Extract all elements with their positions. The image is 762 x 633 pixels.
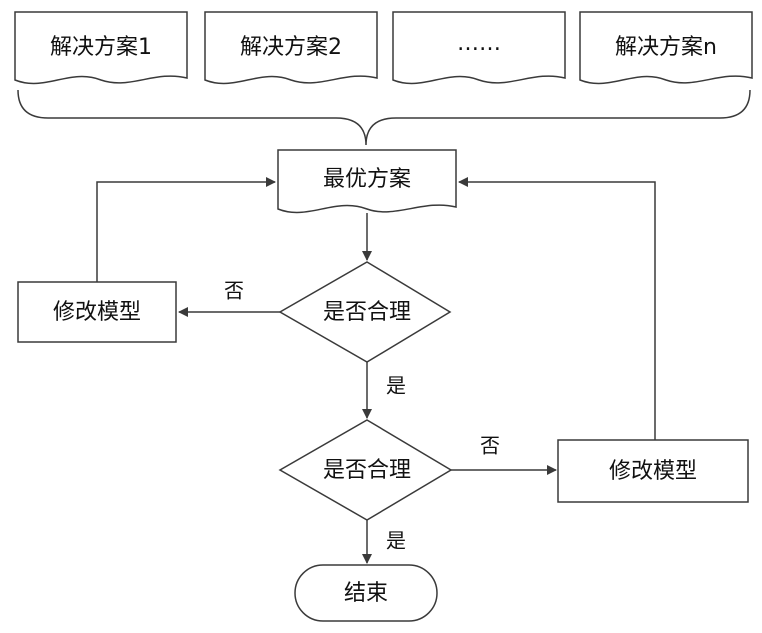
modify-model-right-label: 修改模型 bbox=[609, 459, 697, 484]
decision-1-diamond: 是否合理 bbox=[278, 261, 452, 363]
optimal-solution-doc: 最优方案 bbox=[277, 149, 457, 214]
optimal-solution-label: 最优方案 bbox=[323, 167, 411, 192]
decision-2-label: 是否合理 bbox=[323, 458, 411, 483]
solution-2-doc: 解决方案2 bbox=[204, 11, 378, 85]
decision-1-label: 是否合理 bbox=[323, 300, 411, 325]
decision-2-diamond: 是否合理 bbox=[278, 419, 453, 521]
arrow-left-feedback bbox=[96, 177, 276, 282]
edge-label-d1-no: 否 bbox=[224, 279, 244, 303]
edge-label-d2-no: 否 bbox=[480, 434, 500, 458]
edge-label-d2-yes: 是 bbox=[386, 529, 406, 553]
end-label: 结束 bbox=[344, 581, 388, 606]
edge-label-d1-yes: 是 bbox=[386, 374, 406, 398]
solution-n-label: 解决方案n bbox=[615, 35, 717, 60]
solution-ellipsis-doc: …… bbox=[392, 11, 566, 85]
solution-1-label: 解决方案1 bbox=[50, 35, 152, 60]
solution-2-label: 解决方案2 bbox=[240, 35, 342, 60]
modify-model-left-label: 修改模型 bbox=[53, 300, 141, 325]
grouping-brace bbox=[17, 89, 751, 146]
solution-ellipsis-label: …… bbox=[457, 31, 501, 56]
solution-n-doc: 解决方案n bbox=[579, 11, 753, 85]
modify-model-right-box: 修改模型 bbox=[557, 439, 749, 503]
solution-1-doc: 解决方案1 bbox=[14, 11, 188, 85]
modify-model-left-box: 修改模型 bbox=[17, 281, 177, 343]
arrow-right-feedback bbox=[458, 177, 656, 440]
end-terminator: 结束 bbox=[294, 564, 438, 622]
